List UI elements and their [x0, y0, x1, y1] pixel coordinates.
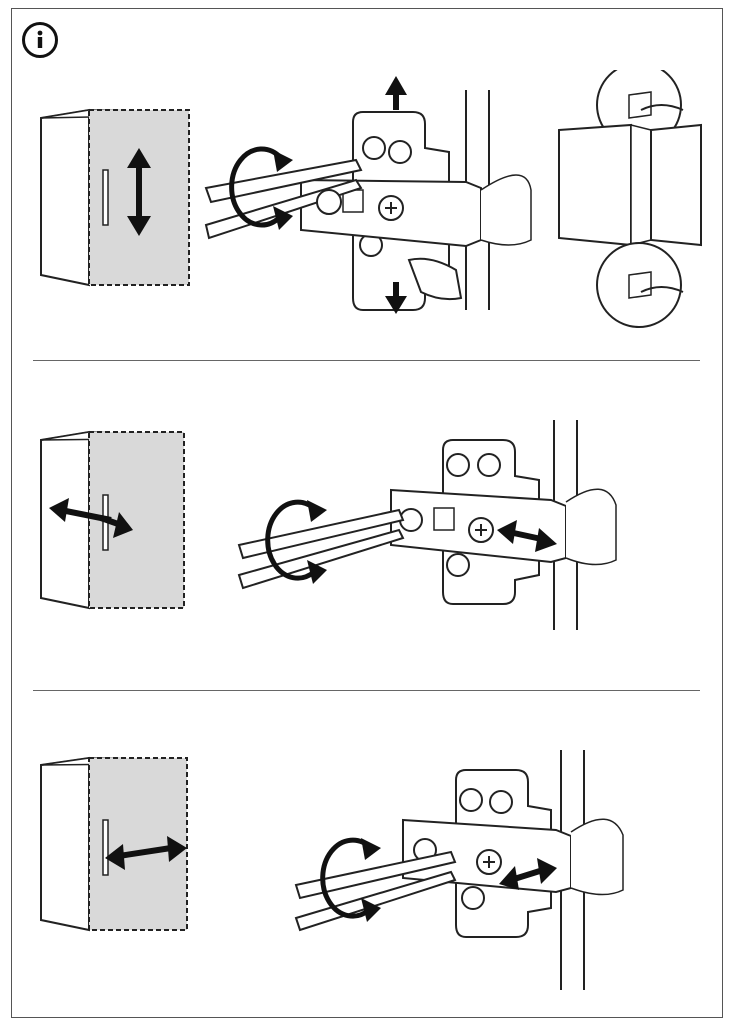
rotate-arrow-icon [229, 146, 293, 230]
screwdriver-icon [204, 158, 363, 240]
info-icon [22, 22, 58, 58]
cabinet-illustration [40, 108, 190, 287]
up-down-arrows-icon [385, 76, 407, 314]
rotate-arrow-icon [320, 837, 381, 922]
hinge-illustration [390, 420, 617, 630]
section-divider [33, 360, 700, 361]
step-depth-adjustment [11, 380, 723, 680]
screwdriver-icon [237, 508, 405, 590]
screwdriver-icon [294, 850, 457, 932]
step-lateral-adjustment [11, 720, 723, 1010]
cabinet-illustration [40, 756, 188, 932]
page-frame [11, 8, 723, 1018]
hand-icon [407, 257, 463, 301]
step-vertical-adjustment [11, 70, 723, 355]
left-right-arrows-icon [499, 858, 557, 890]
vertical-arrows-icon [127, 148, 151, 236]
rotate-arrow-icon [265, 499, 327, 584]
in-out-arrows-icon [497, 520, 557, 552]
horizontal-arrows-icon [105, 836, 187, 870]
section-divider [33, 690, 700, 691]
open-door-detail [558, 70, 702, 328]
horizontal-arrows-icon [49, 498, 133, 538]
hinge-illustration [300, 90, 532, 311]
